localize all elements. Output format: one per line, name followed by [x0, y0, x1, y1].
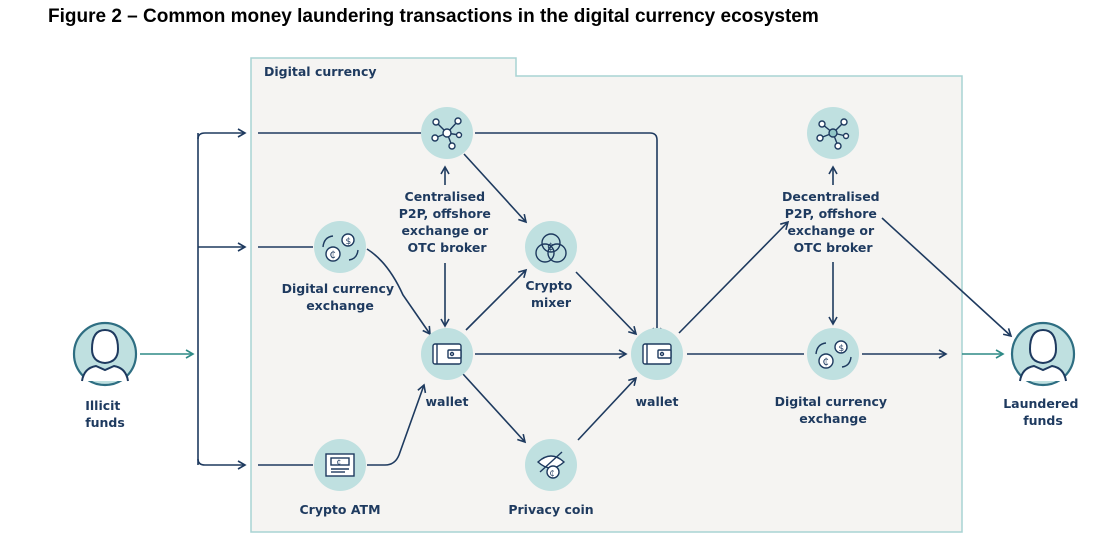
label-decentralised: Decentralised P2P, offshore exchange or …	[782, 189, 884, 255]
edge-decentral-to-laundered	[881, 217, 1013, 338]
figure-title: Figure 2 – Common money laundering trans…	[48, 6, 819, 27]
svg-text:₵: ₵	[823, 357, 829, 368]
edge-privacy-to-wallet2	[577, 376, 638, 441]
label-illicit-funds: Illicit funds	[85, 398, 125, 430]
crypto-mixer-node: ₵	[525, 221, 577, 273]
edge-wallet1-to-privacy	[462, 373, 527, 444]
hidden-eye-icon: ₵	[536, 451, 566, 479]
svg-text:₵: ₵	[337, 459, 341, 467]
digital-currency-panel	[250, 57, 963, 533]
label-wallet-1: wallet	[425, 394, 468, 409]
currency-exchange-icon: $ ₵	[322, 233, 359, 262]
digital-currency-exchange-right-node: $ ₵	[807, 328, 859, 380]
label-crypto-atm: Crypto ATM	[299, 502, 380, 517]
network-icon	[431, 117, 463, 150]
digital-currency-exchange-left-node: $ ₵	[314, 221, 366, 273]
edge-wallet2-to-decentral	[678, 220, 790, 334]
svg-text:₵: ₵	[330, 250, 336, 261]
edge-atm-to-wallet1	[367, 383, 427, 466]
label-centralised: Centralised P2P, offshore exchange or OT…	[399, 189, 495, 255]
label-dcx-left: Digital currency exchange	[282, 281, 399, 313]
network-icon	[816, 118, 850, 150]
wallet-icon	[432, 343, 462, 365]
wallet-icon	[642, 343, 672, 365]
edge-mixer-to-wallet2	[575, 271, 638, 336]
atm-icon: ₵	[325, 453, 355, 477]
crypto-atm-node: ₵	[314, 439, 366, 491]
svg-text:₵: ₵	[547, 242, 553, 253]
wallet-2-node	[631, 328, 683, 380]
edge-fan-top	[197, 128, 247, 140]
svg-text:$: $	[346, 237, 352, 247]
panel-label: Digital currency	[264, 64, 377, 79]
illicit-funds-node	[72, 321, 138, 387]
node-labels: Illicit funds Laundered funds Centralise…	[85, 189, 1083, 517]
edge-dcx-to-wallet1	[366, 248, 431, 336]
edge-central-to-mixer	[463, 153, 528, 224]
wallet-1-node	[421, 328, 473, 380]
label-dcx-right: Digital currency exchange	[775, 394, 892, 426]
edge-top-to-wallet2	[475, 132, 662, 337]
edges	[197, 128, 1013, 470]
person-icon	[1019, 328, 1067, 382]
label-laundered-funds: Laundered funds	[1003, 396, 1083, 428]
person-icon	[81, 328, 129, 382]
label-wallet-2: wallet	[635, 394, 678, 409]
svg-text:$: $	[839, 344, 845, 354]
edge-fan-bottom	[197, 458, 247, 470]
mixer-icon: ₵	[535, 233, 567, 263]
label-crypto-mixer: Crypto mixer	[525, 278, 576, 310]
decentralised-exchange-node	[807, 107, 859, 159]
label-privacy-coin: Privacy coin	[508, 502, 593, 517]
edge-wallet1-to-mixer	[465, 268, 528, 331]
currency-exchange-icon: $ ₵	[815, 340, 852, 369]
svg-text:₵: ₵	[550, 469, 555, 478]
laundered-funds-node	[1010, 321, 1076, 387]
centralised-exchange-node	[421, 107, 473, 159]
privacy-coin-node: ₵	[525, 439, 577, 491]
